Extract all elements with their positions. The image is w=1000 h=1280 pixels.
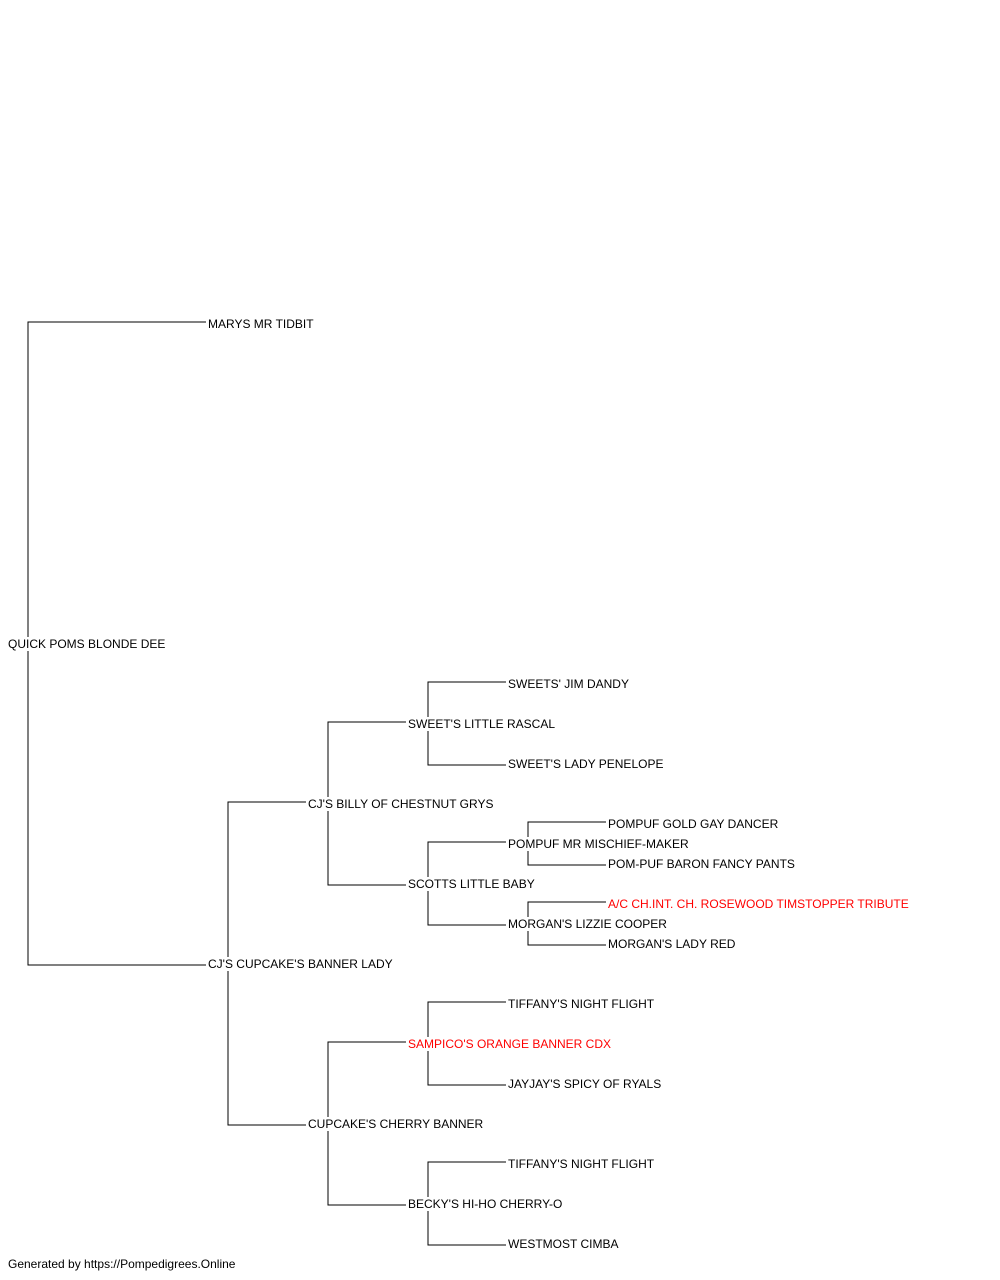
dam-dam-dam-name: BECKY'S HI-HO CHERRY-O	[408, 1197, 564, 1211]
dam-dam-dam-sire-name: TIFFANY'S NIGHT FLIGHT	[508, 1157, 656, 1171]
dam-dam-sire-name: SAMPICO'S ORANGE BANNER CDX	[408, 1037, 612, 1051]
dam-sire-dam-sire-dam-name: POM-PUF BARON FANCY PANTS	[608, 857, 796, 871]
dam-sire-sire-dam-name: SWEET'S LADY PENELOPE	[508, 757, 665, 771]
dam-sire-sire-name: SWEET'S LITTLE RASCAL	[408, 717, 556, 731]
dam-sire-dam-dam-dam-name: MORGAN'S LADY RED	[608, 937, 737, 951]
dam-sire-dam-dam-sire-name: A/C CH.INT. CH. ROSEWOOD TIMSTOPPER TRIB…	[608, 897, 910, 911]
subject-name: QUICK POMS BLONDE DEE	[8, 637, 167, 651]
generated-by-footer: Generated by https://Pompedigrees.Online	[8, 1257, 236, 1271]
dam-sire-sire-sire-name: SWEETS' JIM DANDY	[508, 677, 630, 691]
dam-dam-dam-dam-name: WESTMOST CIMBA	[508, 1237, 620, 1251]
dam-sire-dam-sire-name: POMPUF MR MISCHIEF-MAKER	[508, 837, 690, 851]
dam-sire-name: CJ'S BILLY OF CHESTNUT GRYS	[308, 797, 495, 811]
dam-sire-dam-sire-sire-name: POMPUF GOLD GAY DANCER	[608, 817, 780, 831]
dam-name: CJ'S CUPCAKE'S BANNER LADY	[208, 957, 394, 971]
dam-sire-dam-name: SCOTTS LITTLE BABY	[408, 877, 536, 891]
sire-name: MARYS MR TIDBIT	[208, 317, 315, 331]
dam-dam-sire-dam-name: JAYJAY'S SPICY OF RYALS	[508, 1077, 663, 1091]
dam-dam-sire-sire-name: TIFFANY'S NIGHT FLIGHT	[508, 997, 656, 1011]
dam-sire-dam-dam-name: MORGAN'S LIZZIE COOPER	[508, 917, 668, 931]
dam-dam-name: CUPCAKE'S CHERRY BANNER	[308, 1117, 485, 1131]
